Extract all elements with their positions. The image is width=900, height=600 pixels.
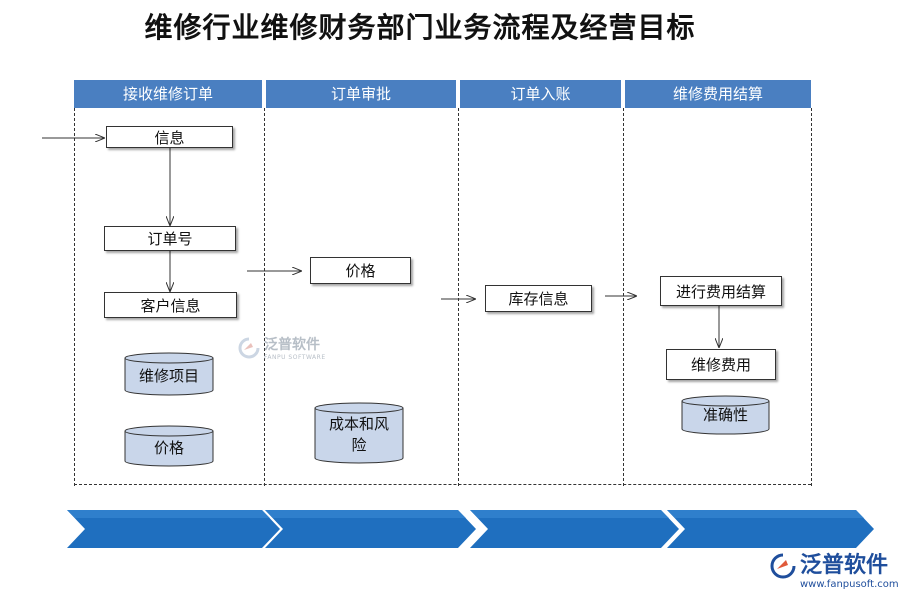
database-cylinder-icon	[314, 402, 404, 464]
node-customer-info: 客户信息	[104, 292, 237, 318]
chevron-3	[470, 510, 679, 548]
chevron-2	[265, 510, 476, 548]
node-price: 价格	[310, 257, 411, 284]
node-repair-fee: 维修费用	[666, 349, 776, 380]
lane-divider	[264, 108, 265, 486]
lane-bottom-line	[74, 484, 811, 485]
db-repair-items: 维修项目	[124, 352, 214, 396]
watermark-text: 泛普软件	[264, 337, 320, 353]
db-price-lane1-label: 价格	[153, 439, 184, 457]
db-price-lane1: 价格	[124, 425, 214, 467]
db-accuracy-label: 准确性	[702, 406, 748, 424]
node-do-settlement: 进行费用结算	[660, 276, 782, 306]
page-title: 维修行业维修财务部门业务流程及经营目标	[144, 11, 696, 44]
db-accuracy: 准确性	[681, 395, 770, 435]
lane-divider	[74, 108, 75, 486]
chevron-4	[667, 510, 874, 548]
lane-header-order-posting: 订单入账	[460, 80, 621, 108]
watermark: 泛普软件 FANPU SOFTWARE	[238, 334, 326, 361]
lane-divider	[811, 108, 812, 486]
database-cylinder-icon	[124, 352, 214, 396]
brand-logo-url: www.fanpusoft.com	[800, 579, 899, 590]
chevron-1	[67, 510, 280, 548]
fanpu-logo-icon	[238, 337, 260, 358]
brand-logo: 泛普软件 www.fanpusoft.com	[770, 553, 899, 590]
database-cylinder-icon	[681, 395, 770, 435]
lane-divider	[623, 108, 624, 486]
node-info: 信息	[106, 126, 233, 148]
watermark-subtext: FANPU SOFTWARE	[264, 354, 326, 361]
lane-header-receive-order: 接收维修订单	[74, 80, 262, 108]
node-order-number: 订单号	[104, 226, 236, 251]
db-cost-risk-label: 成本和风险	[328, 415, 389, 454]
node-inventory-info: 库存信息	[485, 285, 592, 312]
database-cylinder-icon	[124, 425, 214, 467]
db-cost-risk: 成本和风险	[314, 402, 404, 464]
lane-header-fee-settlement: 维修费用结算	[625, 80, 811, 108]
lane-header-order-approval: 订单审批	[266, 80, 456, 108]
fanpu-logo-icon	[770, 553, 796, 579]
brand-logo-text: 泛普软件	[800, 553, 889, 578]
lane-divider	[458, 108, 459, 486]
db-repair-items-label: 维修项目	[138, 367, 199, 385]
